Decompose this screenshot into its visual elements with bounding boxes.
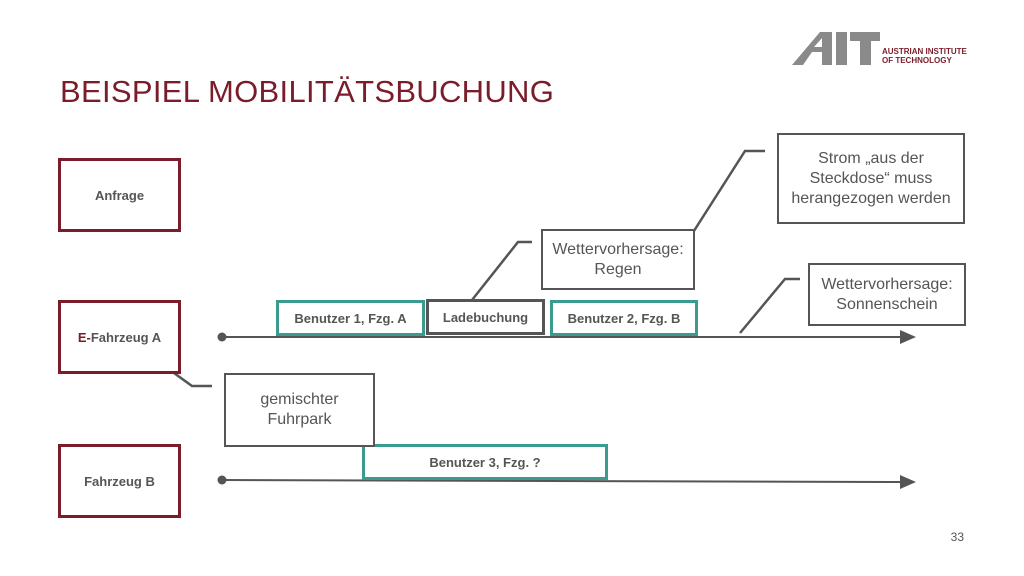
timeline-fahrzeug-b [221,479,903,483]
logo-line-2: OF TECHNOLOGY [882,56,952,65]
row-fahrzeug-b-label: Fahrzeug B [84,473,155,489]
timeline-fahrzeug-b-start [217,475,227,485]
timeline-fahrzeug-b-arrow [900,475,916,489]
booking-benutzer3: Benutzer 3, Fzg. ? [362,444,608,480]
row-efahrzeug-label: E-Fahrzeug A [78,330,161,345]
callout-strom [690,149,765,235]
booking-benutzer3-label: Benutzer 3, Fzg. ? [429,454,541,470]
note-regen-line1: Wettervorhersage: [552,240,684,258]
booking-benutzer2: Benutzer 2, Fzg. B [550,300,698,336]
logo-line-1: AUSTRIAN INSTITUTE [882,47,967,56]
booking-benutzer1-label: Benutzer 1, Fzg. A [294,310,407,326]
callout-sonne [739,277,800,334]
timeline-efahrzeug-arrow [900,330,916,344]
ait-logo [792,32,880,65]
row-anfrage: Anfrage [58,158,181,232]
booking-ladebuchung: Ladebuchung [426,299,545,335]
note-strom-line1: Strom „aus der [818,149,924,167]
note-strom-line3: herangezogen werden [791,189,951,207]
row-efahrzeug-rest: Fahrzeug A [90,329,162,345]
note-fuhrpark: gemischter Fuhrpark [224,373,375,447]
row-anfrage-label: Anfrage [94,187,145,203]
note-fuhrpark-line2: Fuhrpark [267,411,332,428]
ait-logo-text: AUSTRIAN INSTITUTE OF TECHNOLOGY [882,47,967,65]
note-sonne-line2: Sonnenschein [836,295,938,313]
note-regen-line2: Regen [594,260,642,278]
page-title: BEISPIEL MOBILITÄTSBUCHUNG [60,74,555,109]
note-sonnenschein: Wettervorhersage: Sonnenschein [808,263,966,326]
note-strom-line2: Steckdose“ muss [809,169,933,187]
booking-ladebuchung-label: Ladebuchung [442,309,529,325]
callout-regen [471,240,532,301]
timeline-efahrzeug-start [217,332,227,342]
page-number: 33 [950,530,964,544]
note-strom: Strom „aus der Steckdose“ muss herangezo… [777,133,965,224]
note-regen: Wettervorhersage: Regen [541,229,695,290]
row-efahrzeug-prefix: E- [77,329,91,345]
note-fuhrpark-line1: gemischter [260,391,339,408]
note-sonne-line1: Wettervorhersage: [821,275,953,293]
row-fahrzeug-b: Fahrzeug B [58,444,181,518]
booking-benutzer1: Benutzer 1, Fzg. A [276,300,425,336]
row-efahrzeug-a: E-Fahrzeug A [58,300,181,374]
booking-benutzer2-label: Benutzer 2, Fzg. B [567,310,681,326]
